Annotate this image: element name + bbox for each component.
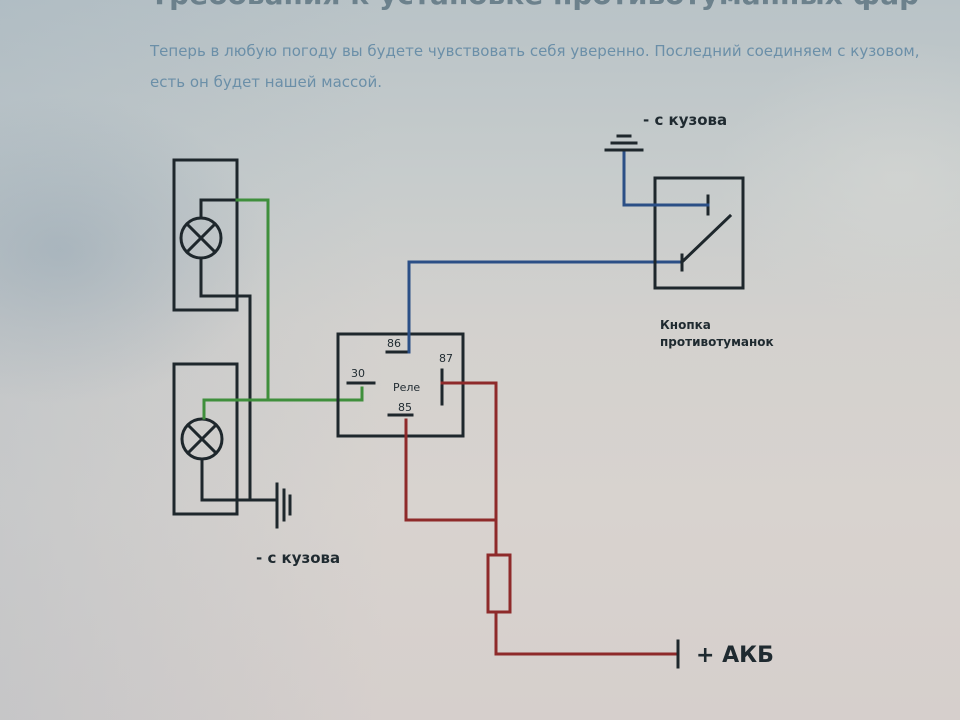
ground-bottom-label: - с кузова [256,549,340,567]
relay-pin-86: 86 [387,337,401,350]
relay-pin-30: 30 [351,367,365,380]
battery-label: + АКБ [696,643,774,668]
button-ground-wire [622,150,710,207]
fog-lamp-bottom [172,362,239,516]
fog-lamp-top [172,158,239,312]
wire-green [202,198,364,420]
relay [336,332,465,438]
ground-top-label: - с кузова [643,111,727,129]
relay-label: Реле [393,381,420,394]
button-label-line1: Кнопка [660,318,711,332]
wire-blue [407,260,684,354]
article-heading: Требования к установке противотуманных ф… [150,0,919,11]
ground-symbol-bottom [275,482,292,529]
wire-red [404,381,680,656]
fuse [486,553,512,614]
relay-pin-85: 85 [398,401,412,414]
ground-symbol-top [604,134,644,152]
fog-button [653,176,745,290]
button-label-line2: противотуманок [660,335,774,349]
lamp-ground-wire [235,294,252,502]
relay-pin-87: 87 [439,352,453,365]
article-intro: Теперь в любую погоду вы будете чувствов… [150,42,920,91]
